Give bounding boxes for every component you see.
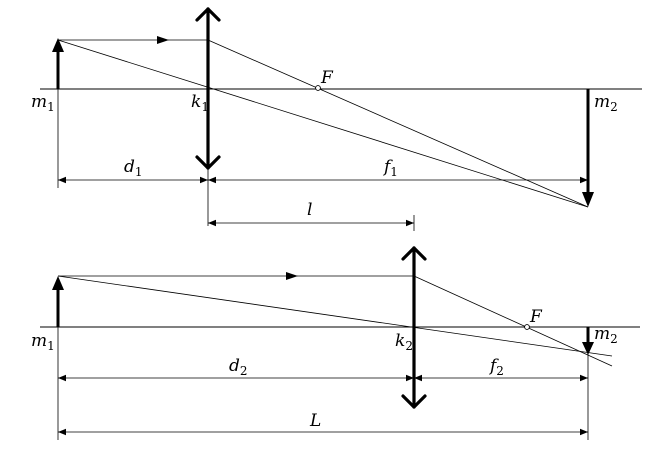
top-refracted-ray — [207, 39, 589, 208]
top-diagram: m1 k1 F m2 d1 f1 l — [31, 7, 642, 231]
bottom-object-arrowhead — [52, 276, 64, 290]
top-object-label: m1 — [31, 92, 55, 114]
bottom-focus-label: F — [529, 307, 543, 327]
bottom-f2-label: f2 — [488, 356, 504, 378]
shift-l-label: l — [307, 200, 312, 220]
bottom-L-label: L — [309, 411, 321, 431]
bottom-object-label: m1 — [31, 331, 55, 353]
bottom-image-label: m2 — [594, 324, 618, 346]
bottom-refracted-ray — [413, 275, 613, 367]
top-chief-ray — [57, 39, 589, 208]
bottom-lens-label: k2 — [395, 331, 413, 353]
top-object-arrowhead — [52, 38, 64, 52]
bottom-diagram: m1 k2 F m2 d2 f2 L — [31, 246, 640, 440]
top-image-arrowhead — [582, 192, 594, 207]
top-image-label: m2 — [594, 92, 618, 114]
top-lens-label: k1 — [191, 92, 209, 114]
bottom-d2-label: d2 — [229, 356, 248, 378]
bottom-focus-point — [524, 324, 530, 330]
top-f1-label: f1 — [382, 157, 398, 179]
top-d1-label: d1 — [124, 157, 143, 179]
top-ray-direction-arrow — [157, 36, 169, 44]
top-focus-label: F — [320, 68, 334, 88]
top-focus-point — [315, 85, 321, 91]
bottom-ray-direction-arrow — [286, 272, 298, 280]
bottom-chief-ray — [57, 275, 613, 357]
